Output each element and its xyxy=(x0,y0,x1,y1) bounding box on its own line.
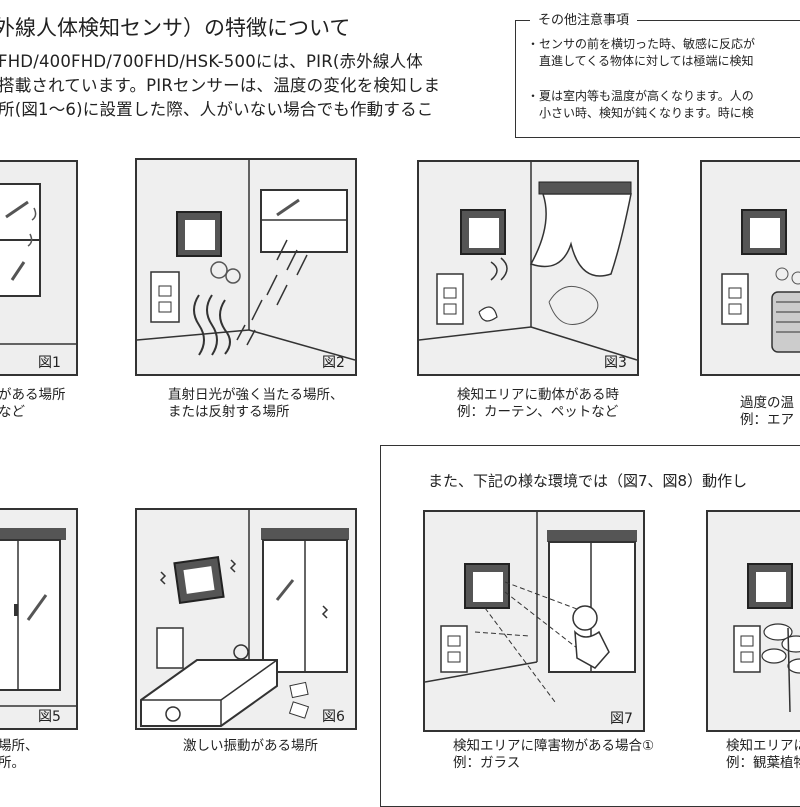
figure-1-label: 図1 xyxy=(38,355,61,371)
figure-7-label: 図7 xyxy=(610,711,633,727)
figure-5-panel xyxy=(0,508,78,730)
figure-1-panel xyxy=(0,160,78,376)
intro-line-2: 搭載されています。PIRセンサーは、温度の変化を検知しま xyxy=(0,76,441,95)
figure-6-caption-1: 激しい振動がある場所 xyxy=(183,738,318,754)
figure-1-caption-2: など xyxy=(0,404,25,420)
figure-3-caption-2: 例：カーテン、ペットなど xyxy=(457,404,619,420)
notes-box xyxy=(515,20,800,138)
figure-6-label: 図6 xyxy=(322,709,345,725)
figure-2-caption-2: または反射する場所 xyxy=(168,404,290,420)
figure-2-panel xyxy=(135,158,357,376)
notes-heading: その他注意事項 xyxy=(530,9,638,28)
figure-7-panel xyxy=(423,510,645,732)
section-2-heading: また、下記の様な環境では（図7、図8）動作し xyxy=(428,472,748,490)
sunlight-illustration xyxy=(137,160,355,374)
figure-5-caption-1: 場所、 xyxy=(0,738,39,754)
intro-line-3: 所(図1～6)に設置した際、人がいない場合でも作動するこ xyxy=(0,100,434,119)
intro-line-1: FHD/400FHD/700FHD/HSK-500には、PIR(赤外線人体 xyxy=(0,52,424,71)
figure-4-caption-1: 過度の温 xyxy=(740,395,794,411)
note-line-4: 小さい時、検知が鈍くなります。時に検 xyxy=(527,106,754,120)
note-line-3: ・夏は室内等も温度が高くなります。人の xyxy=(527,89,754,103)
plant-obstacle-illustration xyxy=(708,512,800,730)
heater-illustration xyxy=(702,162,800,374)
figure-7-caption-2: 例：ガラス xyxy=(453,755,521,771)
figure-8-panel xyxy=(706,510,800,732)
figure-8-caption-2: 例：観葉植物 xyxy=(726,755,800,771)
window-illustration xyxy=(0,162,76,374)
figure-1-caption-1: がある場所 xyxy=(0,387,66,403)
figure-7-caption-1: 検知エリアに障害物がある場合① xyxy=(453,738,655,754)
figure-4-panel xyxy=(700,160,800,376)
figure-2-label: 図2 xyxy=(322,355,345,371)
figure-6-panel xyxy=(135,508,357,730)
figure-4-caption-2: 例：エア xyxy=(740,412,794,428)
vibration-illustration xyxy=(137,510,355,728)
figure-5-caption-2: 所。 xyxy=(0,755,25,771)
figure-3-caption-1: 検知エリアに動体がある時 xyxy=(457,387,619,403)
figure-3-panel xyxy=(417,160,639,376)
figure-2-caption-1: 直射日光が強く当たる場所、 xyxy=(168,387,344,403)
page-title: 外線人体検知センサ）の特徴について xyxy=(0,16,351,40)
note-line-2: 直進してくる物体に対しては極端に検知 xyxy=(527,54,754,68)
figure-3-label: 図3 xyxy=(604,355,627,371)
figure-5-label: 図5 xyxy=(38,709,61,725)
door-illustration xyxy=(0,510,76,728)
figure-8-caption-1: 検知エリアに xyxy=(726,738,800,754)
glass-obstacle-illustration xyxy=(425,512,643,730)
note-line-1: ・センサの前を横切った時、敏感に反応が xyxy=(527,37,756,51)
curtain-illustration xyxy=(419,162,637,374)
